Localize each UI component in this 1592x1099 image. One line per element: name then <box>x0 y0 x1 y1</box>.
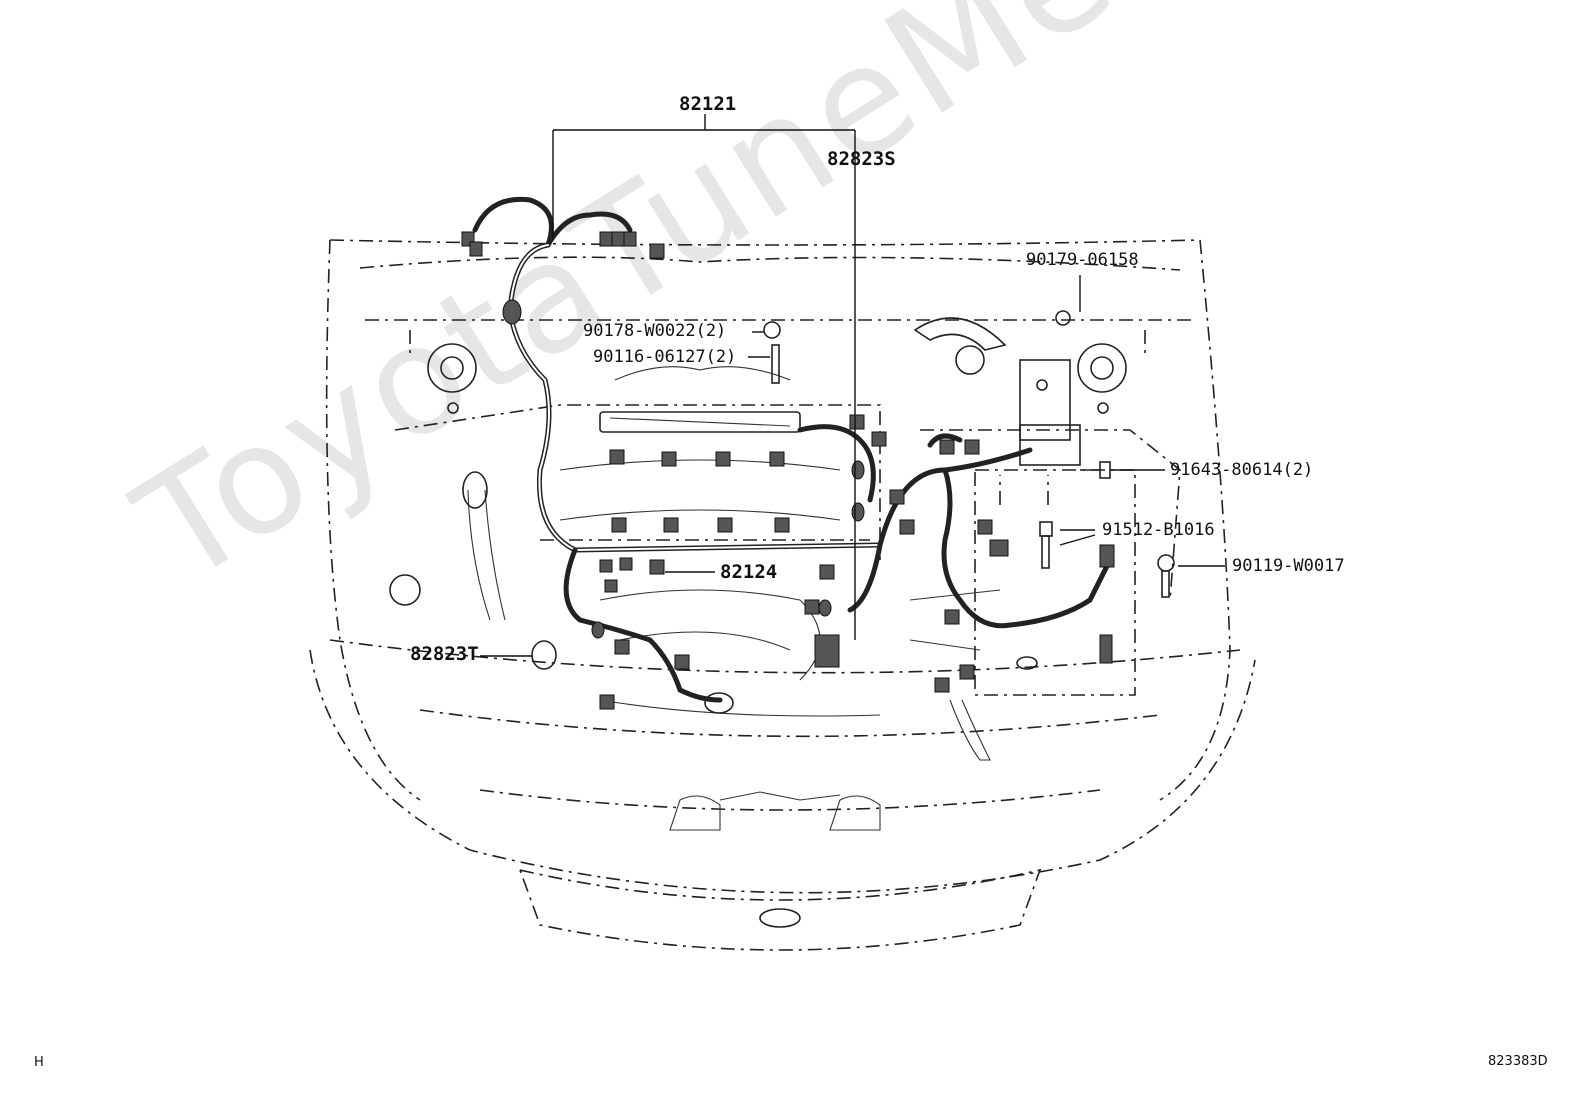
part-label-82823t: 82823T <box>410 643 479 665</box>
part-label-90178-w0022: 90178-W0022(2) <box>583 321 727 341</box>
part-label-90119-w0017: 90119-W0017 <box>1232 556 1345 576</box>
part-label-91643-80614: 91643-80614(2) <box>1170 460 1314 480</box>
harness-connectors <box>461 231 1115 714</box>
part-label-82121: 82121 <box>679 93 737 115</box>
part-label-82124: 82124 <box>720 561 778 583</box>
diagram-code: 823383D <box>1488 1054 1548 1069</box>
part-label-91512-b1016: 91512-B1016 <box>1102 520 1215 540</box>
part-label-90116-06127: 90116-06127(2) <box>593 347 737 367</box>
part-label-90179-06158: 90179-06158 <box>1026 250 1139 270</box>
part-label-82823s: 82823S <box>827 148 896 170</box>
leader-lines <box>480 114 1225 657</box>
footer-left-mark: H <box>34 1055 44 1070</box>
